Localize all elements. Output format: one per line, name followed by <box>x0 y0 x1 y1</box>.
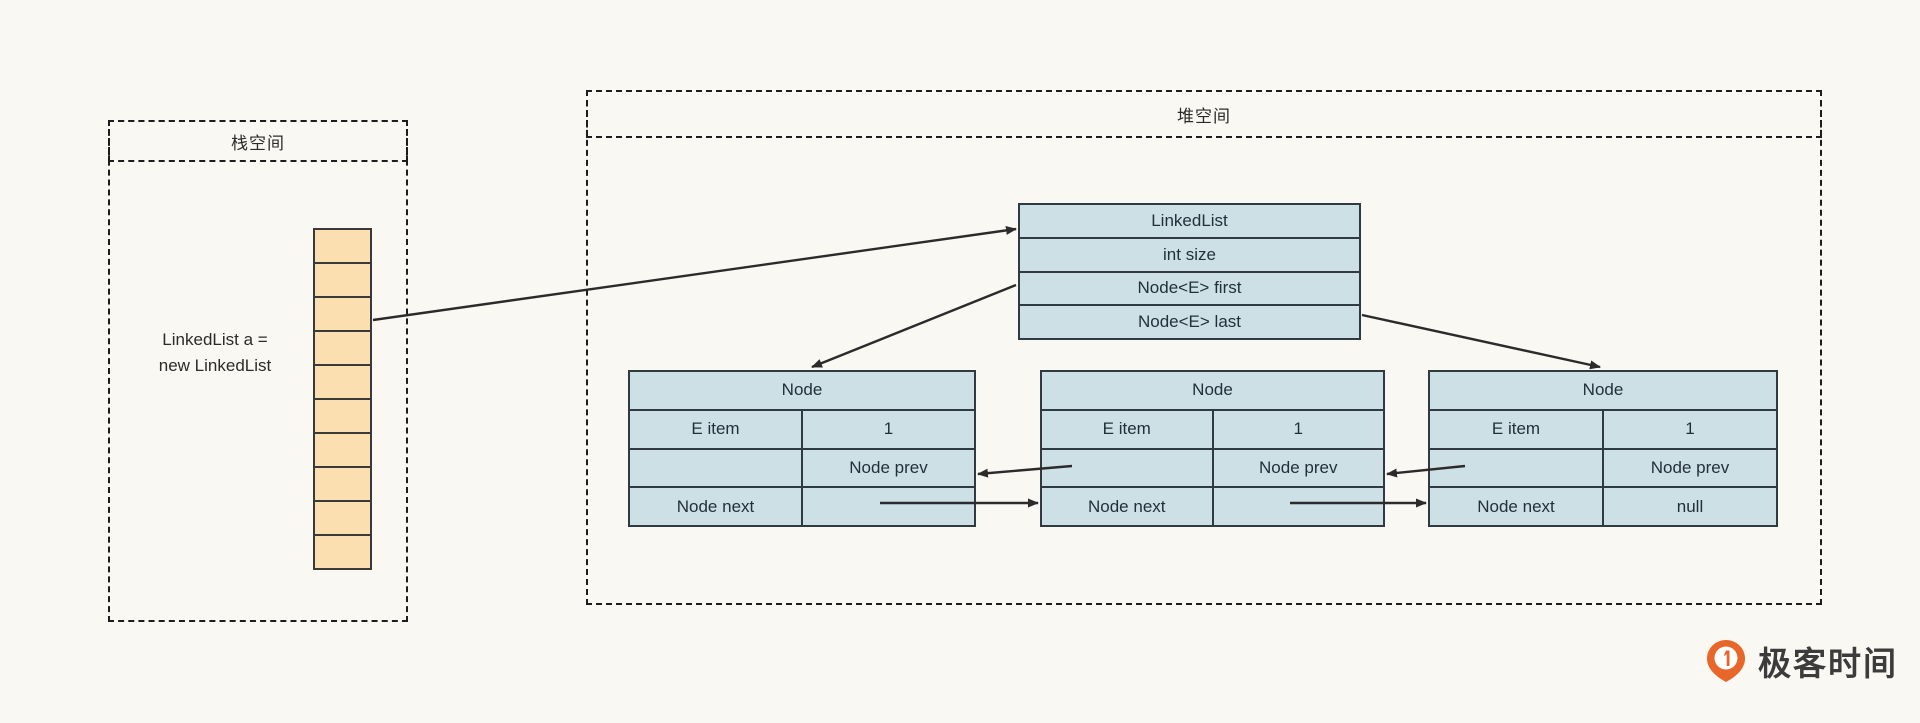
node-2-prev-label: Node prev <box>1213 449 1383 487</box>
node-3-prev-label: Node prev <box>1604 449 1776 487</box>
node-2-item-value: 1 <box>1213 410 1383 448</box>
linkedlist-row-class: LinkedList <box>1020 205 1359 239</box>
linkedlist-object-box: LinkedList int size Node<E> first Node<E… <box>1018 203 1361 340</box>
linkedlist-field-last: Node<E> last <box>1020 306 1359 338</box>
stack-cell <box>315 264 370 298</box>
node-2-header: Node <box>1042 372 1383 409</box>
geekbang-logo-icon <box>1707 640 1745 682</box>
stack-cell <box>315 332 370 366</box>
heap-space-region <box>586 90 1822 605</box>
node-1-prev-value <box>630 449 803 487</box>
node-1-item-value: 1 <box>803 410 974 448</box>
node-3-header: Node <box>1430 372 1776 409</box>
node-3-item-label: E item <box>1430 410 1604 448</box>
linkedlist-field-size: int size <box>1020 238 1359 271</box>
linkedlist-row-last: Node<E> last <box>1020 306 1359 338</box>
linkedlist-class-name: LinkedList <box>1020 205 1359 237</box>
node-box-3: Node E item 1 Node prev Node next null <box>1428 370 1778 527</box>
node-3-prev-value <box>1430 449 1604 487</box>
stack-cell <box>315 434 370 468</box>
stack-variable-label-line1: LinkedList a = <box>162 330 268 349</box>
node-box-2: Node E item 1 Node prev Node next <box>1040 370 1385 527</box>
stack-variable-label: LinkedList a = new LinkedList <box>120 327 310 378</box>
node-1-header-row: Node <box>630 372 974 411</box>
heap-space-header: 堆空间 <box>586 90 1822 138</box>
node-1-next-value <box>803 488 974 525</box>
node-1-next-row: Node next <box>630 488 974 525</box>
linkedlist-row-first: Node<E> first <box>1020 272 1359 307</box>
node-1-item-label: E item <box>630 410 803 448</box>
stack-cell <box>315 366 370 400</box>
stack-space-title: 栈空间 <box>231 133 285 153</box>
node-2-next-row: Node next <box>1042 488 1383 525</box>
stack-cell <box>315 298 370 332</box>
stack-cell <box>315 536 370 568</box>
node-2-prev-value <box>1042 449 1214 487</box>
node-2-item-row: E item 1 <box>1042 410 1383 450</box>
node-1-item-row: E item 1 <box>630 410 974 450</box>
node-3-next-label: Node next <box>1430 488 1604 525</box>
node-3-next-row: Node next null <box>1430 488 1776 525</box>
node-1-prev-label: Node prev <box>803 449 974 487</box>
heap-space-title: 堆空间 <box>1177 106 1231 126</box>
node-2-prev-row: Node prev <box>1042 449 1383 489</box>
stack-cell <box>315 230 370 264</box>
stack-frame-column <box>313 228 372 570</box>
stack-variable-label-line2: new LinkedList <box>158 355 272 375</box>
stack-cell <box>315 400 370 434</box>
node-1-header: Node <box>630 372 974 409</box>
node-2-header-row: Node <box>1042 372 1383 411</box>
node-2-next-value <box>1213 488 1383 525</box>
node-1-prev-row: Node prev <box>630 449 974 489</box>
node-3-prev-row: Node prev <box>1430 449 1776 489</box>
node-2-next-label: Node next <box>1042 488 1214 525</box>
node-3-item-value: 1 <box>1604 410 1776 448</box>
linkedlist-field-first: Node<E> first <box>1020 272 1359 305</box>
brand-logo: 极客时间 <box>1706 637 1898 685</box>
node-1-next-label: Node next <box>630 488 803 525</box>
linkedlist-row-size: int size <box>1020 238 1359 273</box>
stack-space-header: 栈空间 <box>108 120 408 162</box>
brand-logo-text: 极客时间 <box>1758 644 1898 683</box>
node-box-1: Node E item 1 Node prev Node next <box>628 370 976 527</box>
node-3-next-value: null <box>1604 488 1776 525</box>
node-2-item-label: E item <box>1042 410 1214 448</box>
stack-cell <box>315 468 370 502</box>
node-3-item-row: E item 1 <box>1430 410 1776 450</box>
node-3-header-row: Node <box>1430 372 1776 411</box>
stack-cell <box>315 502 370 536</box>
